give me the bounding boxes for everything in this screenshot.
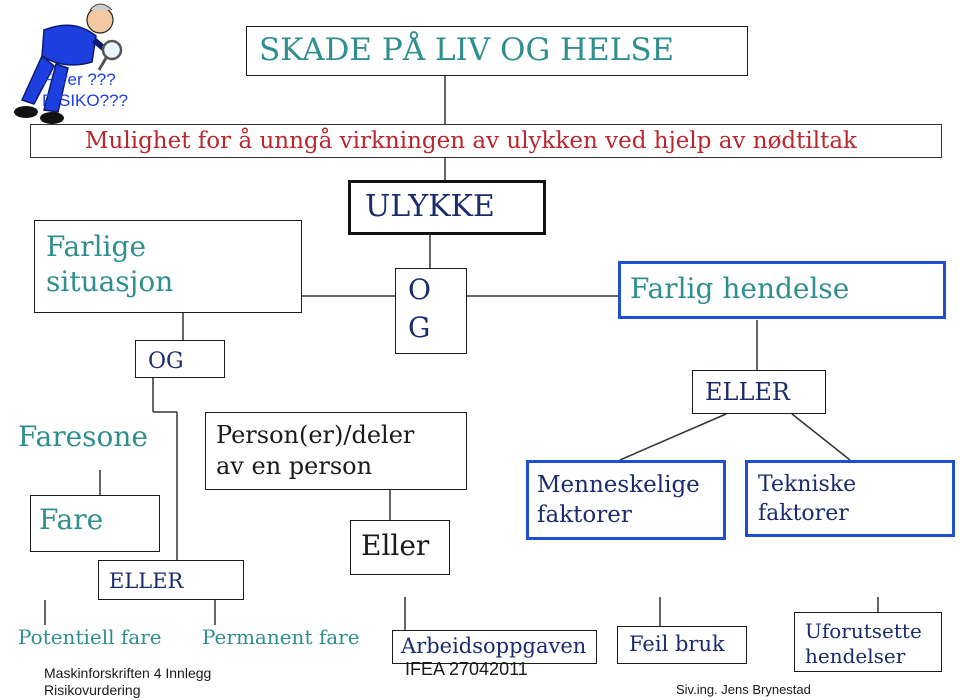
og-center-label: O G (408, 273, 431, 344)
farlige-situasjon-box: Farlige situasjon (34, 220, 302, 313)
og-left-label: OG (148, 349, 184, 374)
eller-center-label: Eller (361, 529, 430, 562)
page-title: SKADE PÅ LIV OG HELSE (259, 32, 675, 68)
og-left-gate: OG (135, 340, 225, 378)
footer-left-line1: Maskinforskriften 4 Innlegg (44, 665, 212, 681)
personer-box: Person(er)/deler av en person (205, 412, 467, 490)
ulykke-label: ULYKKE (365, 189, 495, 224)
subtitle-box: Mulighet for å unngå virkningen av ulykk… (30, 124, 942, 158)
eller-left-label: ELLER (109, 569, 184, 593)
farlig-hendelse-label: Farlig hendelse (630, 272, 850, 305)
fare-label: Fare (39, 503, 104, 536)
personer-label: Person(er)/deler av en person (216, 421, 415, 481)
fare-box: Fare (30, 495, 160, 552)
footer-center: IFEA 27042011 (405, 659, 528, 679)
mascot-label-2: RISIKO??? (42, 91, 128, 110)
eller-right-label: ELLER (705, 378, 790, 406)
uforutsette-label: Uforutsette hendelser (805, 619, 922, 668)
faresone-label: Faresone (18, 420, 149, 453)
farlig-hendelse-box: Farlig hendelse (618, 261, 946, 319)
mascot-label-1: Farer ??? (42, 70, 116, 89)
potentiell-fare-label: Potentiell fare (18, 625, 162, 649)
feil-bruk-label: Feil bruk (629, 632, 725, 656)
arbeidsoppgaven-label: Arbeidsoppgaven (401, 634, 587, 658)
arbeidsoppgaven-box: Arbeidsoppgaven (392, 630, 597, 664)
inspector-mascot-icon (14, 3, 123, 124)
feil-bruk-box: Feil bruk (617, 626, 747, 664)
tekniske-box: Tekniske faktorer (745, 460, 955, 537)
subtitle-text: Mulighet for å unngå virkningen av ulykk… (85, 128, 857, 154)
uforutsette-box: Uforutsette hendelser (794, 612, 942, 672)
menneskelige-label: Menneskelige faktorer (537, 472, 700, 528)
title-box: SKADE PÅ LIV OG HELSE (246, 26, 748, 76)
tekniske-label: Tekniske faktorer (758, 472, 857, 526)
og-center-gate: O G (395, 268, 467, 354)
footer-right: Siv.ing. Jens Brynestad (676, 682, 811, 697)
ulykke-box: ULYKKE (348, 180, 546, 235)
eller-right-gate: ELLER (692, 370, 826, 414)
menneskelige-box: Menneskelige faktorer (526, 460, 726, 540)
eller-center-gate: Eller (350, 520, 450, 575)
farlige-situasjon-label: Farlige situasjon (46, 230, 174, 298)
footer-left-line2: Risikovurdering (44, 682, 141, 698)
eller-left-gate: ELLER (98, 560, 244, 600)
permanent-fare-label: Permanent fare (202, 625, 360, 649)
